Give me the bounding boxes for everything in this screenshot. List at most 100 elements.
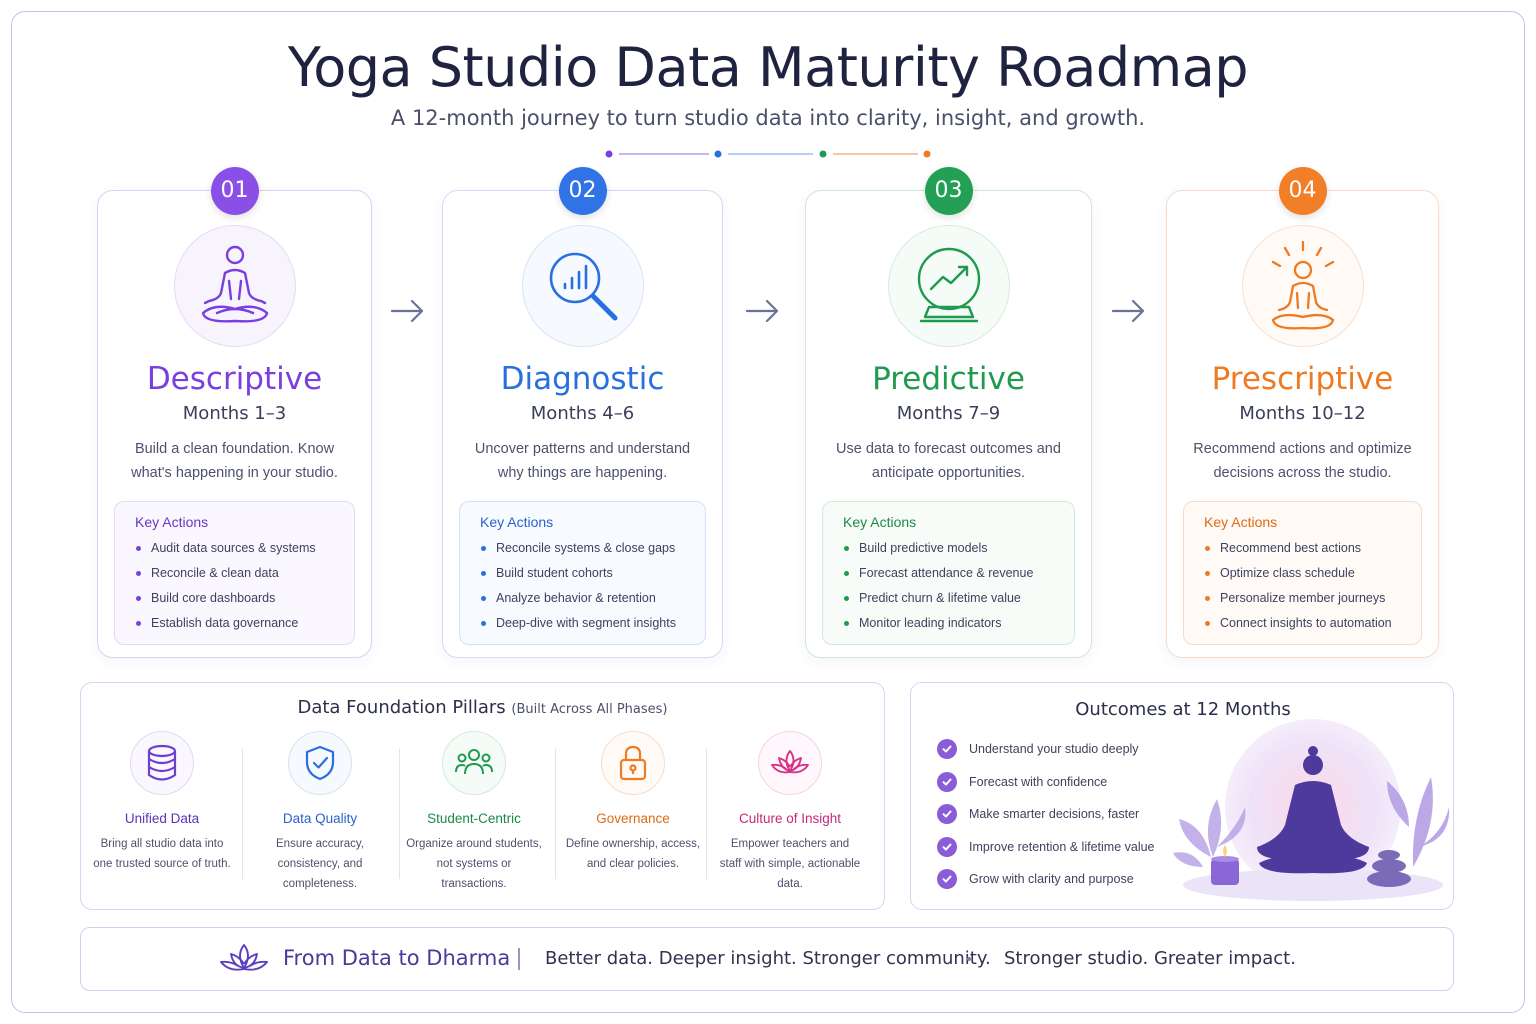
key-action-item: Predict churn & lifetime value	[843, 586, 1054, 611]
arrow-right-icon	[1111, 299, 1145, 323]
phase-name: Predictive	[872, 361, 1025, 397]
key-actions-box: Key Actions Recommend best actions Optim…	[1183, 501, 1422, 645]
arrow-right-icon	[745, 299, 779, 323]
footer-headline: From Data to Dharma	[283, 946, 511, 970]
divider	[399, 749, 400, 879]
key-action-item: Build predictive models	[843, 536, 1054, 561]
key-action-item: Monitor leading indicators	[843, 611, 1054, 636]
database-icon	[147, 744, 177, 781]
outcome-text: Improve retention & lifetime value	[969, 839, 1155, 854]
phase-months: Months 7–9	[896, 403, 1001, 424]
pillar-data-quality: Data Quality Ensure accuracy, consistenc…	[245, 731, 395, 894]
phase-card-descriptive: 01 Descriptive Months 1–3 Build a clean …	[97, 167, 372, 658]
separator-dot	[967, 957, 971, 961]
outcomes-title: Outcomes at 12 Months	[1075, 699, 1291, 720]
divider	[242, 749, 243, 879]
phase-card-prescriptive: 04 Prescriptive Months 10–12 Recommend a…	[1166, 167, 1439, 658]
key-action-item: Audit data sources & systems	[135, 536, 334, 561]
pillar-culture-of-insight: Culture of Insight Empower teachers and …	[715, 731, 865, 894]
outcome-item: Forecast with confidence	[937, 766, 1155, 799]
phase-name: Diagnostic	[500, 361, 665, 397]
phase-card-predictive: 03 Predictive Months 7–9 Use data to for…	[805, 167, 1092, 658]
key-action-item: Deep-dive with segment insights	[480, 611, 685, 636]
pillar-icon-circle	[601, 731, 665, 795]
key-actions-title: Key Actions	[1204, 514, 1278, 530]
phase-number-badge: 03	[924, 167, 973, 215]
pillar-description: Organize around students, not systems or…	[406, 838, 542, 890]
phase-months: Months 4–6	[530, 403, 635, 424]
key-actions-box: Key Actions Build predictive models Fore…	[822, 501, 1075, 645]
pillar-icon-circle	[130, 731, 194, 795]
footer-tagline: Better data. Deeper insight. Stronger co…	[545, 948, 991, 969]
key-action-item: Personalize member journeys	[1204, 586, 1401, 611]
phase-months: Months 10–12	[1239, 403, 1366, 424]
data-foundation-pillars: Data Foundation Pillars (Built Across Al…	[80, 682, 885, 910]
key-actions-title: Key Actions	[480, 514, 554, 530]
phase-description: Build a clean foundation. Know what's ha…	[131, 441, 338, 481]
pillar-title: Culture of Insight	[738, 811, 842, 826]
pillar-unified-data: Unified Data Bring all studio data into …	[87, 731, 237, 874]
pillar-title: Student-Centric	[427, 811, 521, 826]
pillar-title: Data Quality	[282, 811, 358, 826]
key-action-item: Build student cohorts	[480, 561, 685, 586]
crystal-ball-icon	[917, 247, 980, 323]
check-circle-icon	[937, 836, 957, 857]
radiant-meditation-icon	[1271, 240, 1334, 330]
phase-icon-circle	[521, 225, 644, 347]
phase-description: Use data to forecast outcomes and antici…	[836, 441, 1061, 481]
pillars-note: (Built Across All Phases)	[511, 702, 668, 717]
people-icon	[455, 749, 493, 775]
key-action-item: Establish data governance	[135, 611, 334, 636]
phase-description: Uncover patterns and understand why thin…	[474, 441, 691, 481]
page-title: Yoga Studio Data Maturity Roadmap	[287, 36, 1249, 99]
phase-icon-circle	[887, 225, 1010, 347]
pillar-icon-circle	[758, 731, 822, 795]
footer-tagline: Stronger studio. Greater impact.	[1004, 948, 1296, 969]
key-action-item: Connect insights to automation	[1204, 611, 1401, 636]
check-circle-icon	[937, 739, 957, 760]
pillar-title: Governance	[596, 811, 670, 826]
progress-dots-divider	[605, 150, 931, 158]
footer-banner: From Data to Dharma Better data. Deeper …	[80, 927, 1454, 991]
key-action-item: Reconcile & clean data	[135, 561, 334, 586]
phase-icon-circle	[173, 225, 296, 347]
page-subtitle: A 12-month journey to turn studio data i…	[390, 106, 1146, 130]
key-actions-box: Key Actions Audit data sources & systems…	[114, 501, 355, 645]
key-actions-title: Key Actions	[135, 514, 209, 530]
phase-description: Recommend actions and optimize decisions…	[1193, 441, 1412, 481]
pillars-title: Data Foundation Pillars	[297, 697, 506, 718]
phase-number-badge: 01	[210, 167, 259, 215]
phase-icon-circle	[1241, 225, 1364, 347]
phase-name: Prescriptive	[1211, 361, 1394, 397]
key-actions-title: Key Actions	[843, 514, 917, 530]
outcomes-list: Understand your studio deeply Forecast w…	[937, 733, 1155, 896]
key-action-item: Analyze behavior & retention	[480, 586, 685, 611]
pillar-student-centric: Student-Centric Organize around students…	[399, 731, 549, 894]
pillar-icon-circle	[442, 731, 506, 795]
check-circle-icon	[937, 804, 957, 825]
divider	[518, 948, 520, 970]
meditation-icon	[201, 245, 268, 323]
pillar-icon-circle	[288, 731, 352, 795]
lotus-icon	[220, 944, 268, 971]
magnifier-chart-icon	[549, 252, 617, 321]
pillar-description: Bring all studio data into one trusted s…	[93, 838, 231, 870]
key-action-item: Optimize class schedule	[1204, 561, 1401, 586]
check-circle-icon	[937, 869, 957, 890]
check-circle-icon	[937, 771, 957, 792]
phase-months: Months 1–3	[182, 403, 287, 424]
phase-card-diagnostic: 02 Diagnostic Months 4–6 Uncover pattern…	[442, 167, 723, 658]
pillar-description: Define ownership, access, and clear poli…	[565, 838, 701, 870]
outcome-item: Make smarter decisions, faster	[937, 798, 1155, 831]
meditation-scene-illustration	[1173, 719, 1450, 901]
divider	[706, 749, 707, 879]
key-action-item: Build core dashboards	[135, 586, 334, 611]
outcome-text: Understand your studio deeply	[969, 742, 1139, 757]
lotus-icon	[771, 750, 809, 774]
key-actions-box: Key Actions Reconcile systems & close ga…	[459, 501, 706, 645]
outcome-item: Grow with clarity and purpose	[937, 863, 1155, 896]
key-action-item: Recommend best actions	[1204, 536, 1401, 561]
pillars-heading: Data Foundation Pillars (Built Across Al…	[81, 697, 884, 718]
pillar-description: Empower teachers and staff with simple, …	[719, 838, 861, 890]
key-action-item: Forecast attendance & revenue	[843, 561, 1054, 586]
